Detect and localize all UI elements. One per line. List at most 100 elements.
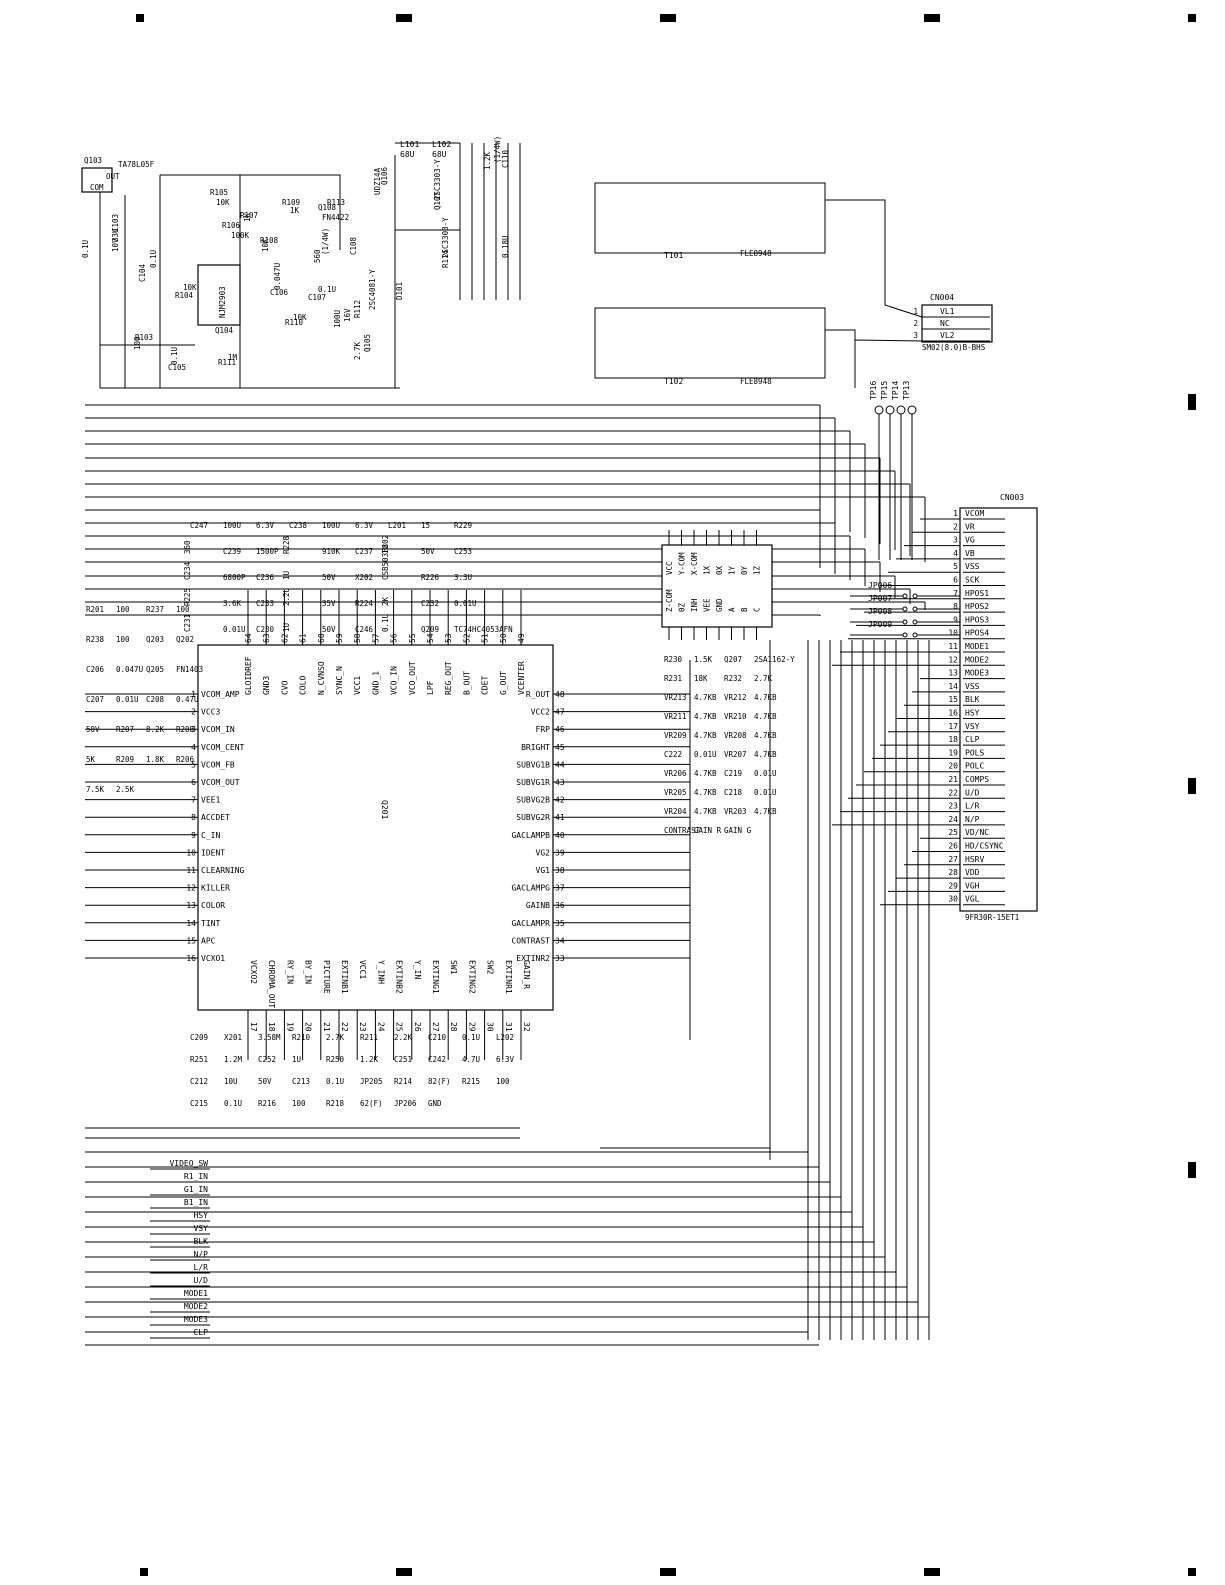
- pin-number: 21: [322, 1022, 331, 1032]
- component-label: JP205: [360, 1077, 383, 1086]
- pin-name: Y-COM: [678, 552, 687, 575]
- component-label: R250: [326, 1055, 345, 1064]
- component-label: C218: [724, 788, 743, 797]
- inductor-ref: L102: [432, 140, 451, 149]
- pin-number: 49: [517, 633, 526, 643]
- component-label: R103: [135, 333, 153, 342]
- pin-number: 53: [444, 633, 453, 643]
- component-label: 100: [496, 1077, 510, 1086]
- pin-name: VCO_OUT: [408, 661, 417, 695]
- component-label: VR211: [664, 712, 687, 721]
- net-label: G1_IN: [184, 1185, 208, 1194]
- transformer-part: FLE8948: [740, 377, 772, 386]
- component-label: R112: [353, 300, 362, 318]
- component-label: 18K: [694, 674, 708, 683]
- component-label: R108: [260, 236, 279, 245]
- jumper-label: JP008: [868, 607, 892, 616]
- pin-name: MODE1: [965, 642, 989, 651]
- pin-name: HPOS3: [965, 615, 989, 624]
- component-label: 100U: [333, 310, 342, 328]
- component-label: 15: [421, 521, 430, 530]
- component-label: 35V: [322, 599, 336, 608]
- component-label: R225: [183, 588, 192, 606]
- component-label: C236: [256, 573, 275, 582]
- component-label: 2.7K: [326, 1033, 345, 1042]
- wire: [160, 174, 341, 250]
- component-label: C231: [183, 614, 192, 632]
- component-label: 0.01U: [454, 599, 477, 608]
- component-label: 0.047U: [116, 665, 143, 674]
- component-label: 1K: [290, 206, 300, 215]
- pin-number: 9: [191, 831, 196, 840]
- pin-name: VEE1: [201, 796, 220, 805]
- component-label: GND: [428, 1099, 442, 1108]
- testpoint-pad: [874, 405, 884, 415]
- pin-name: G_OUT: [499, 671, 508, 695]
- pin-number: 63: [262, 633, 271, 643]
- pin-number: 48: [555, 690, 565, 699]
- pin-number: 1: [913, 307, 918, 316]
- component-label: C207: [86, 695, 104, 704]
- pin-name: VCOM_OUT: [201, 778, 240, 787]
- component-label: R110: [285, 318, 304, 327]
- pin-number: 4: [953, 549, 958, 558]
- pin-number: 20: [948, 762, 958, 771]
- pin-number: 19: [285, 1022, 294, 1032]
- pin-name: COLOR: [201, 901, 225, 910]
- net-label: MODE2: [184, 1302, 208, 1311]
- component-label: L201: [388, 521, 406, 530]
- transformer-ref: T101: [664, 251, 683, 260]
- component-label: C108: [349, 236, 358, 255]
- component-label: 4.7KB: [754, 750, 777, 759]
- pin-number: 50: [499, 633, 508, 643]
- component-label: 1.8K: [146, 755, 165, 764]
- component-label: VR205: [664, 788, 687, 797]
- pin-number: 22: [948, 788, 958, 797]
- ic-body: [197, 264, 241, 326]
- jumper-pad: [902, 619, 908, 625]
- component-label: 910K: [322, 547, 341, 556]
- component-label: 1U: [292, 1055, 301, 1064]
- pin-number: 3: [913, 331, 918, 340]
- component-label: Q202: [176, 635, 194, 644]
- pin-number: 6: [191, 778, 196, 787]
- transformer-t101: [594, 182, 826, 254]
- connector-body: [959, 507, 1038, 912]
- pin-number: 6: [953, 576, 958, 585]
- component-label: 0.01U: [694, 750, 717, 759]
- component-label: 1U: [282, 571, 291, 580]
- pin-name: VCENTER: [517, 661, 526, 695]
- pin-number: 3: [953, 536, 958, 545]
- component-label: GAIN G: [724, 826, 752, 835]
- pin-name: N/P: [965, 815, 980, 824]
- pin-number: 36: [555, 901, 565, 910]
- component-label: C222: [664, 750, 682, 759]
- pin-number: 30: [486, 1022, 495, 1032]
- component-label: 4.7KB: [754, 807, 777, 816]
- pin-name: SUBVG2R: [516, 813, 550, 822]
- component-label: R238: [86, 635, 105, 644]
- pin-name: SW1: [449, 960, 458, 975]
- pin-number: 45: [555, 743, 565, 752]
- pin-name: GAINB: [526, 901, 550, 910]
- component-label: 100: [176, 605, 190, 614]
- component-label: 0.1U: [381, 614, 390, 632]
- pin-name: GACLAMPB: [511, 831, 550, 840]
- component-label: 10K: [216, 198, 230, 207]
- pin-name: KILLER: [201, 884, 230, 893]
- registration-marks: [136, 14, 1196, 1576]
- pin-number: 11: [186, 866, 196, 875]
- component-label: 0.1U: [170, 347, 179, 365]
- component-label: R226: [421, 573, 440, 582]
- pin-name: VCOM_CENT: [201, 743, 245, 752]
- component-label: R216: [258, 1099, 277, 1108]
- component-label: 0.1U: [318, 285, 336, 294]
- component-label: 100U: [322, 521, 340, 530]
- pin-number: 41: [555, 813, 565, 822]
- component-label: 6.3V: [496, 1055, 515, 1064]
- pin-name: CVO: [280, 680, 289, 695]
- pin-name: EXTINB2: [395, 960, 404, 994]
